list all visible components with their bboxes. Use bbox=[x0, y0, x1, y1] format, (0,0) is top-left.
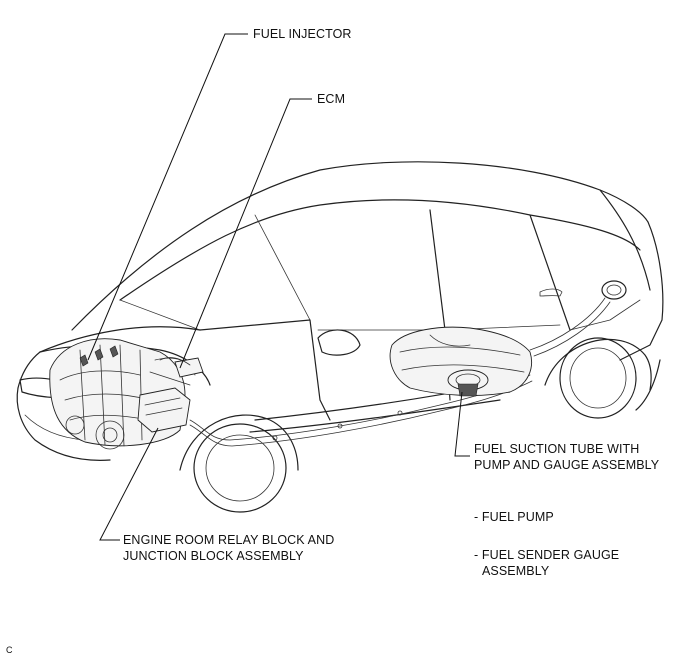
label-fuel-pump: - FUEL PUMP bbox=[474, 510, 554, 524]
label-relay-junction-block-line2: JUNCTION BLOCK ASSEMBLY bbox=[123, 549, 304, 563]
label-fuel-sender-gauge: - FUEL SENDER GAUGE ASSEMBLY bbox=[474, 547, 619, 579]
corner-code: C bbox=[6, 645, 13, 655]
label-ecm: ECM bbox=[317, 92, 346, 106]
label-fuel-suction-tube-line2: PUMP AND GAUGE ASSEMBLY bbox=[474, 458, 660, 472]
label-fuel-suction-tube: FUEL SUCTION TUBE WITH PUMP AND GAUGE AS… bbox=[474, 441, 659, 473]
label-fuel-suction-tube-line1: FUEL SUCTION TUBE WITH bbox=[474, 442, 640, 456]
label-relay-junction-block-line1: ENGINE ROOM RELAY BLOCK AND bbox=[123, 533, 335, 547]
label-fuel-sender-gauge-line2: ASSEMBLY bbox=[482, 564, 550, 578]
label-fuel-sender-gauge-line1: - FUEL SENDER GAUGE bbox=[474, 548, 620, 562]
leader-lines bbox=[87, 33, 470, 541]
car-body bbox=[16, 161, 664, 513]
fuel-tank bbox=[389, 326, 532, 397]
label-fuel-injector: FUEL INJECTOR bbox=[253, 27, 352, 41]
label-relay-junction-block: ENGINE ROOM RELAY BLOCK AND JUNCTION BLO… bbox=[123, 532, 334, 564]
relay-junction-block bbox=[137, 387, 191, 433]
